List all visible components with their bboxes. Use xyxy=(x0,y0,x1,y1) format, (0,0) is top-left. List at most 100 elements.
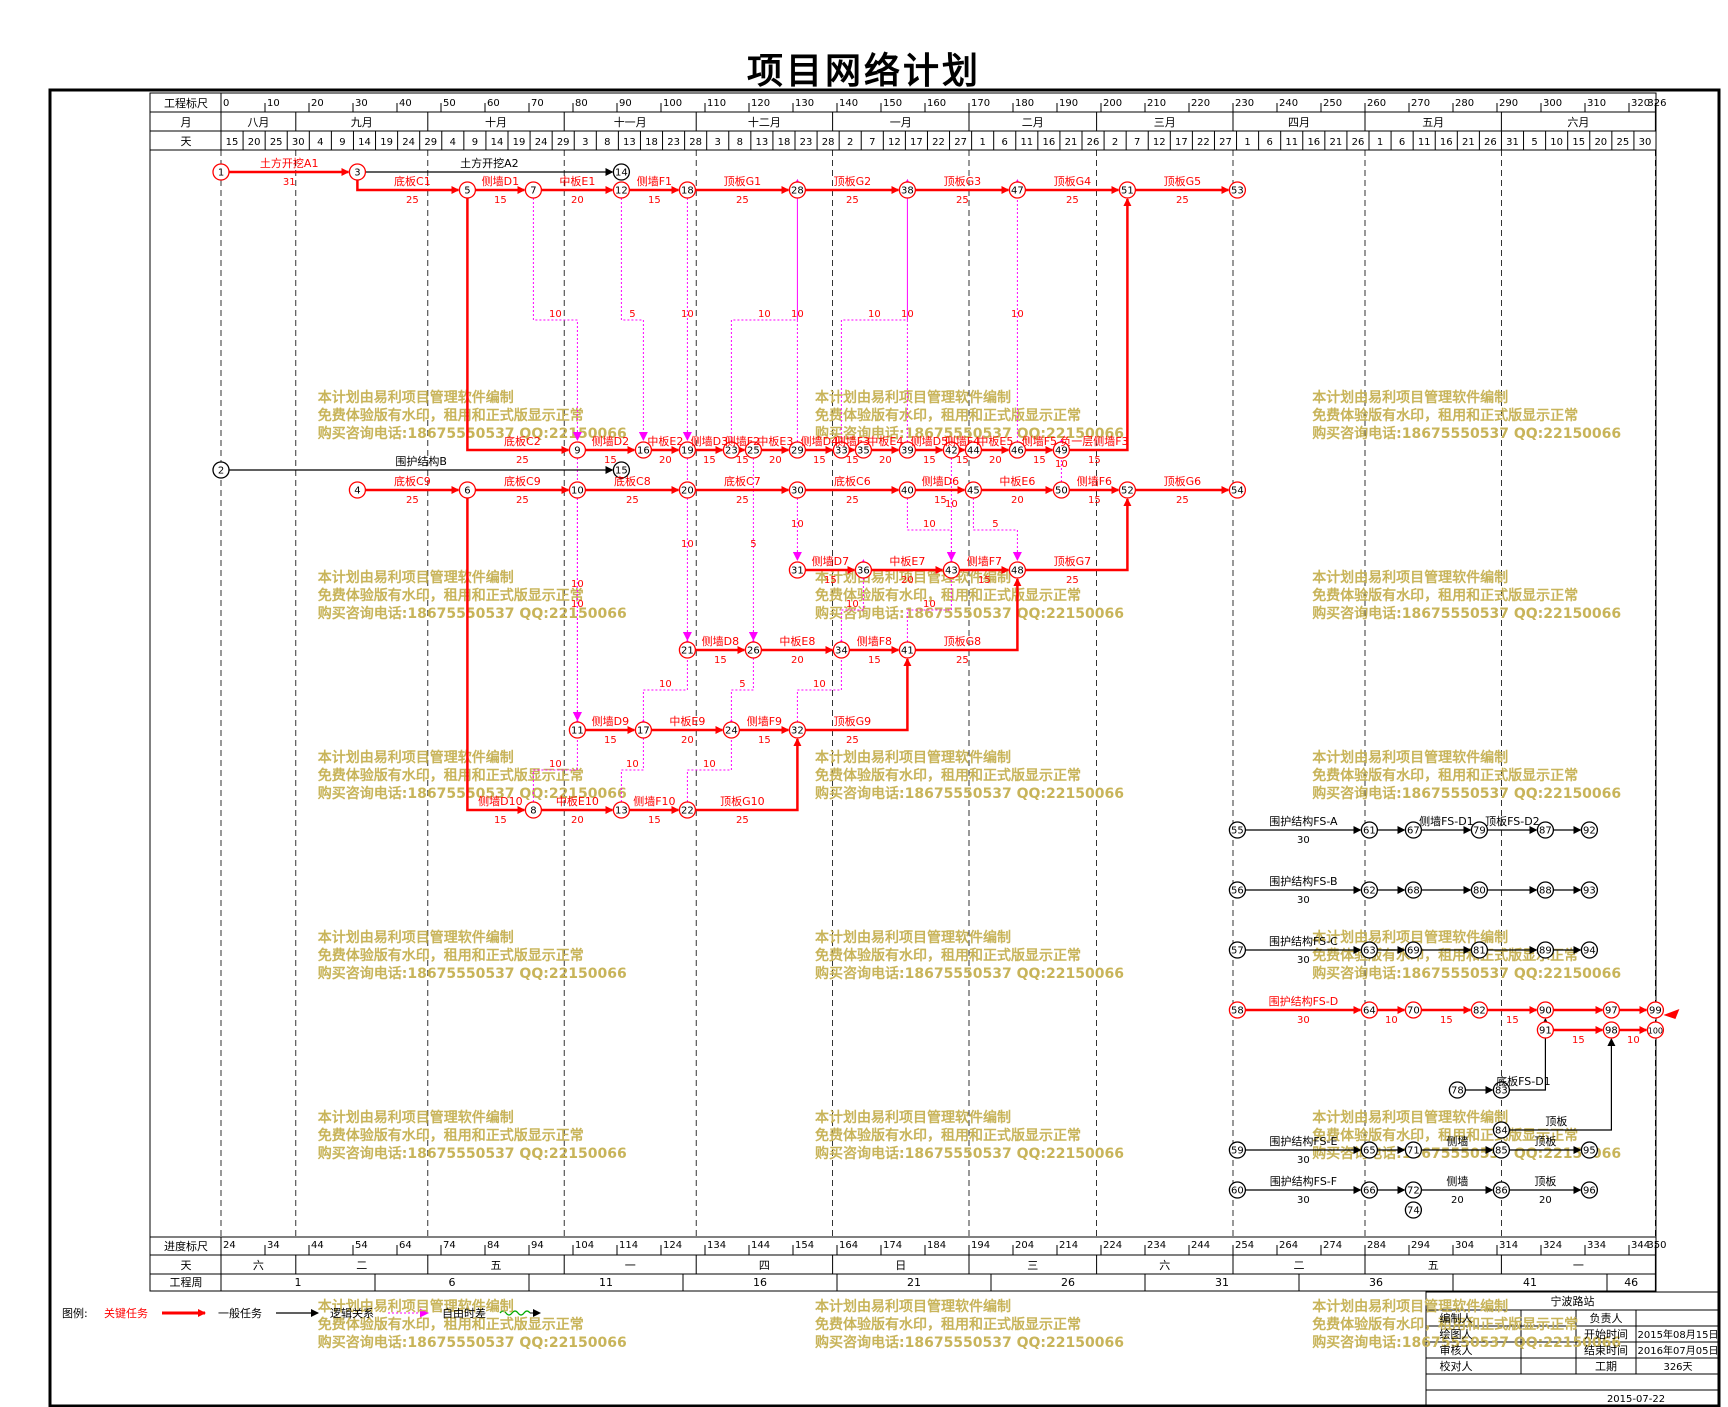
task-duration: 31 xyxy=(283,177,296,188)
task-label: 侧墙D6 xyxy=(922,474,959,488)
task-label: 侧墙D4 xyxy=(801,434,838,448)
node-number: 99 xyxy=(1649,1006,1662,1017)
weekday-label: 六 xyxy=(1159,1259,1170,1272)
task-label: 顶板G9 xyxy=(834,714,872,728)
node-number: 84 xyxy=(1495,1126,1508,1137)
scale-tick-label: 210 xyxy=(1147,98,1166,109)
legend-logic-label: 逻辑关系 xyxy=(330,1306,374,1320)
day-label: 16 xyxy=(1043,137,1056,148)
node-number: 86 xyxy=(1495,1186,1508,1197)
node-number: 62 xyxy=(1363,886,1376,897)
node-number: 42 xyxy=(945,446,958,457)
watermark-line3: 购买咨询电话:18675550537 QQ:22150066 xyxy=(318,605,627,622)
info-drawer-label: 绘图人 xyxy=(1440,1327,1473,1341)
logic-link-label: 10 xyxy=(549,309,562,320)
task-label: 顶板 xyxy=(1545,1114,1567,1128)
node-circle xyxy=(1536,1021,1555,1039)
progress-tick-label: 114 xyxy=(619,1240,638,1251)
day-label: 20 xyxy=(248,137,261,148)
node-number: 38 xyxy=(901,186,914,197)
watermark-layer: 本计划由易利项目管理软件编制免费体验版有水印，租用和正式版显示正常购买咨询电话:… xyxy=(318,389,1621,1351)
scale-tick-label: 170 xyxy=(971,98,990,109)
progress-row-label: 进度标尺 xyxy=(164,1239,208,1253)
scale-row-label: 工程标尺 xyxy=(164,96,208,110)
node-circle xyxy=(1536,1001,1555,1019)
day-label: 11 xyxy=(1020,137,1033,148)
day-label: 26 xyxy=(1484,137,1497,148)
week-label: 16 xyxy=(753,1276,767,1289)
node-number: 34 xyxy=(835,646,848,657)
scale-tick-label: 0 xyxy=(223,98,229,109)
task-duration: 15 xyxy=(714,655,727,666)
task-duration: 25 xyxy=(736,195,749,206)
day-label: 7 xyxy=(1134,137,1140,148)
day-label: 29 xyxy=(424,137,437,148)
logic-link-label: 10 xyxy=(945,499,958,510)
watermark-line1: 本计划由易利项目管理软件编制 xyxy=(815,929,1011,946)
legend-critical-label: 关键任务 xyxy=(104,1306,148,1320)
watermark-line1: 本计划由易利项目管理软件编制 xyxy=(815,1109,1011,1126)
week-label: 41 xyxy=(1523,1276,1537,1289)
node-circle xyxy=(1492,1141,1511,1159)
logic-link-label: 10 xyxy=(923,519,936,530)
watermark-line2: 免费体验版有水印，租用和正式版显示正常 xyxy=(318,767,584,784)
watermark-line1: 本计划由易利项目管理软件编制 xyxy=(815,389,1011,406)
task-duration: 25 xyxy=(1176,495,1189,506)
logic-link xyxy=(620,719,648,818)
task-arrow xyxy=(915,578,1022,652)
watermark-line2: 免费体验版有水印，租用和正式版显示正常 xyxy=(1312,1316,1578,1333)
task-label: 围护结构FS-C xyxy=(1269,934,1338,948)
task-label: 侧墙D8 xyxy=(702,634,739,648)
node-number: 16 xyxy=(637,446,650,457)
node-number: 80 xyxy=(1473,886,1486,897)
watermark-line3: 购买咨询电话:18675550537 QQ:22150066 xyxy=(1312,605,1621,622)
watermark-line3: 购买咨询电话:18675550537 QQ:22150066 xyxy=(318,965,627,982)
logic-link xyxy=(906,559,956,658)
progress-tick-label: 214 xyxy=(1059,1240,1078,1251)
scale-tick-label: 60 xyxy=(487,98,500,109)
watermark-line1: 本计划由易利项目管理软件编制 xyxy=(1312,569,1508,586)
task-label: 底板C1 xyxy=(394,174,431,188)
node-circle xyxy=(678,441,697,459)
node-number: 64 xyxy=(1363,1006,1376,1017)
outer-border xyxy=(48,88,1721,1407)
node-number: 25 xyxy=(747,446,760,457)
node-number: 26 xyxy=(747,646,760,657)
node-number: 47 xyxy=(1011,186,1024,197)
task-arrow xyxy=(1509,1018,1550,1091)
node-number: 66 xyxy=(1363,1186,1376,1197)
day-label: 14 xyxy=(491,137,504,148)
task-label: 底板C7 xyxy=(724,474,761,488)
node-number: 2 xyxy=(218,466,224,477)
task-label: 顶板 xyxy=(1534,1134,1556,1148)
task-arrow xyxy=(805,658,912,732)
node-number: 23 xyxy=(725,446,738,457)
watermark-line2: 免费体验版有水印，租用和正式版显示正常 xyxy=(318,587,584,604)
task-label: 底板C8 xyxy=(614,474,651,488)
task-duration: 15 xyxy=(1033,455,1046,466)
node-circle xyxy=(1646,1021,1665,1039)
task-duration: 15 xyxy=(1440,1015,1453,1026)
progress-tick-label: 174 xyxy=(883,1240,902,1251)
node-circle xyxy=(612,181,631,199)
scale-tick-label: 250 xyxy=(1323,98,1342,109)
node-number: 52 xyxy=(1121,486,1134,497)
scale-tick-label: 320 xyxy=(1631,98,1650,109)
scale-tick-label: 10 xyxy=(267,98,280,109)
node-number: 90 xyxy=(1539,1006,1552,1017)
node-circle xyxy=(212,461,230,479)
progress-tick-label: 264 xyxy=(1279,1240,1298,1251)
node-circle xyxy=(788,561,807,579)
node-circle xyxy=(348,481,367,499)
week-label: 11 xyxy=(599,1276,613,1289)
day-label: 4 xyxy=(450,137,456,148)
watermark-line1: 本计划由易利项目管理软件编制 xyxy=(1312,929,1508,946)
logic-link xyxy=(642,639,692,738)
progress-tick-label: 84 xyxy=(487,1240,500,1251)
node-number: 88 xyxy=(1539,886,1552,897)
task-label: 侧墙F5 xyxy=(1022,434,1057,448)
task-label: 中板E10 xyxy=(556,794,599,808)
watermark-line2: 免费体验版有水印，租用和正式版显示正常 xyxy=(815,1316,1081,1333)
logic-layer xyxy=(532,179,1066,818)
node-number: 53 xyxy=(1231,186,1244,197)
